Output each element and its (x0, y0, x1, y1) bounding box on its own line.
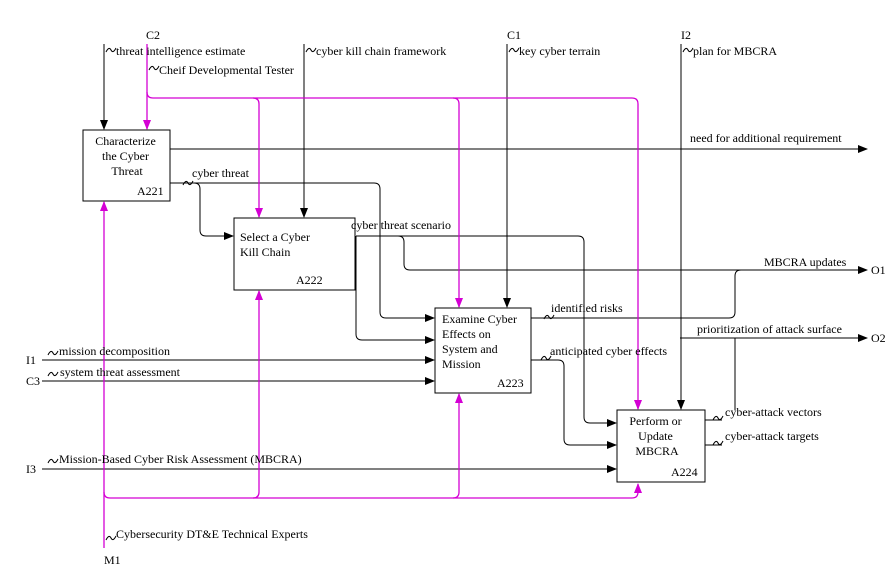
label-prioritization: prioritization of attack surface (697, 322, 842, 336)
label-key-cyber-terrain: key cyber terrain (519, 44, 600, 58)
control-arrows (100, 44, 685, 410)
activity-a223-title: Examine Cyber Effects on System and Miss… (442, 312, 520, 371)
code-c3: C3 (26, 374, 40, 388)
arrow-m1-bus (103, 483, 642, 499)
code-m1: M1 (104, 553, 121, 567)
activity-a224[interactable]: Perform or Update MBCRA A224 (616, 409, 706, 483)
arrow-labels: threat intelligence estimate Cheif Devel… (59, 44, 847, 541)
label-system-threat-assessment: system threat assessment (60, 365, 181, 379)
label-cyber-threat: cyber threat (192, 166, 250, 180)
activity-a224-id: A224 (671, 465, 698, 479)
arrow-chief-tester-a223 (452, 97, 463, 308)
label-need-additional-requirement: need for additional requirement (690, 131, 842, 145)
arrow-anticipated-effects (531, 359, 617, 449)
code-o2: O2 (871, 331, 886, 345)
label-squiggles (47, 47, 724, 541)
label-attack-vectors: cyber-attack vectors (725, 405, 822, 419)
arrow-m1-a223 (452, 393, 463, 499)
label-kill-chain-framework: cyber kill chain framework (316, 44, 446, 58)
label-chief-tester: Cheif Developmental Tester (159, 63, 294, 77)
arrow-cyber-threat-a223 (194, 182, 435, 322)
code-i2: I2 (681, 28, 691, 42)
arrow-scenario-a224 (356, 235, 617, 427)
code-o1: O1 (871, 263, 886, 277)
label-mbcra-input: Mission-Based Cyber Risk Assessment (MBC… (59, 452, 302, 466)
label-cyber-threat-scenario: cyber threat scenario (351, 218, 451, 232)
arrow-chief-tester-a222 (252, 97, 263, 218)
arrow-scenario-updates (380, 235, 868, 274)
label-dte-experts: Cybersecurity DT&E Technical Experts (116, 527, 308, 541)
label-plan-for-mbcra: plan for MBCRA (693, 44, 777, 58)
activity-a222-id: A222 (296, 273, 323, 287)
activity-a222-title: Select a Cyber Kill Chain (240, 230, 313, 259)
activity-a223[interactable]: Examine Cyber Effects on System and Miss… (434, 307, 532, 394)
arrow-m1-a222 (252, 290, 263, 499)
activity-a224-title: Perform or Update MBCRA (629, 414, 684, 458)
activity-a221[interactable]: Characterize the Cyber Threat A221 (82, 129, 171, 202)
code-i1: I1 (26, 353, 36, 367)
arrow-chief-tester-branch (146, 91, 642, 410)
activity-a221-title: Characterize the Cyber Threat (95, 134, 159, 178)
code-i3: I3 (26, 462, 36, 476)
arrow-identified-risks (531, 269, 742, 319)
code-c1: C1 (507, 28, 521, 42)
label-mbcra-updates: MBCRA updates (764, 255, 847, 269)
activity-a223-id: A223 (497, 376, 524, 390)
label-threat-intelligence: threat intelligence estimate (116, 44, 245, 58)
flow-arrows (42, 145, 868, 473)
label-attack-targets: cyber-attack targets (725, 429, 819, 443)
label-anticipated-effects: anticipated cyber effects (550, 344, 667, 358)
boundary-codes: C2 C1 I2 I1 C3 I3 M1 O1 O2 (26, 28, 886, 567)
mechanism-arrows (100, 44, 642, 548)
arrow-cyber-threat-a222 (170, 182, 234, 240)
activity-a222[interactable]: Select a Cyber Kill Chain A222 (233, 217, 356, 291)
arrow-scenario-a223 (355, 236, 435, 344)
activity-a221-id: A221 (137, 184, 164, 198)
label-mission-decomposition: mission decomposition (59, 344, 170, 358)
code-c2: C2 (146, 28, 160, 42)
label-identified-risks: identified risks (551, 301, 623, 315)
